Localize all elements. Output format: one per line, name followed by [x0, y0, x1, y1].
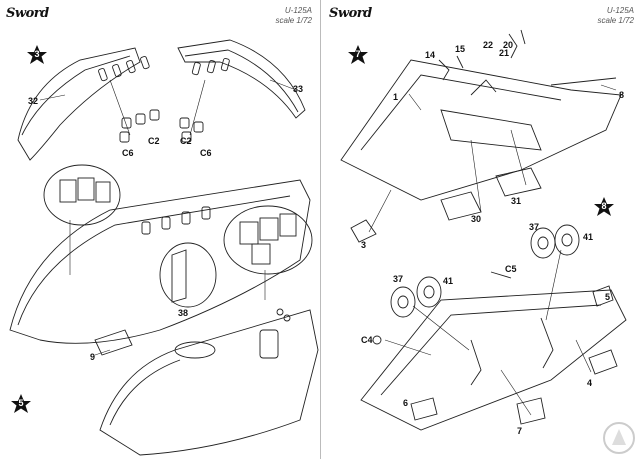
callout-21: 21 [499, 48, 510, 58]
callout-41-upper: 41 [583, 232, 594, 242]
main-fuselage [9, 179, 311, 344]
callout-30: 30 [471, 214, 482, 224]
callout-38: 38 [178, 308, 189, 318]
brand-logo: Sword [329, 6, 372, 21]
brand-logo: Sword [6, 6, 49, 21]
step-badge-8: 8 [593, 196, 615, 218]
callout-31: 31 [511, 196, 522, 206]
fuselage-half-33 [177, 39, 306, 119]
callout-C2-right: C2 [180, 136, 192, 146]
callout-3: 3 [361, 240, 367, 250]
callout-C6-left: C6 [122, 148, 134, 158]
callout-41-lower: 41 [443, 276, 454, 286]
left-page: Sword U-125A scale 1/72 [6, 0, 321, 459]
callout-C6-right: C6 [200, 148, 212, 158]
model-name: U-125A [606, 6, 634, 15]
callout-6: 6 [403, 398, 409, 408]
step-badge-7: 7 [347, 44, 369, 66]
callout-33: 33 [293, 84, 304, 94]
watermark-logo [602, 421, 636, 455]
scale-label: scale 1/72 [597, 16, 634, 25]
callout-15: 15 [455, 44, 466, 54]
callout-37-upper: 37 [529, 222, 540, 232]
step-badge-5: 5 [10, 393, 32, 415]
callout-4: 4 [587, 378, 593, 388]
step-badge-3: 3 [26, 44, 48, 66]
model-name: U-125A [284, 6, 312, 15]
scale-label: scale 1/72 [275, 16, 312, 25]
right-assembly-drawing [340, 29, 627, 431]
callout-5: 5 [605, 292, 611, 302]
right-page: Sword U-125A scale 1/72 [321, 0, 640, 459]
lower-wing-gear-bay [360, 289, 627, 431]
upper-wing-fuselage [340, 59, 622, 201]
fuselage-half-32 [17, 47, 141, 161]
callout-C4: C4 [361, 335, 373, 345]
callout-32: 32 [28, 96, 39, 106]
callout-7: 7 [517, 426, 523, 436]
nose-section [99, 309, 319, 456]
callout-C2-left: C2 [148, 136, 160, 146]
callout-37-lower: 37 [393, 274, 404, 284]
callout-9: 9 [90, 352, 96, 362]
callout-1: 1 [393, 92, 399, 102]
callout-8: 8 [619, 90, 625, 100]
callout-14: 14 [425, 50, 436, 60]
left-assembly-drawing [9, 39, 319, 456]
callout-22: 22 [483, 40, 494, 50]
callout-C5: C5 [505, 264, 517, 274]
callout-20: 20 [503, 40, 514, 50]
